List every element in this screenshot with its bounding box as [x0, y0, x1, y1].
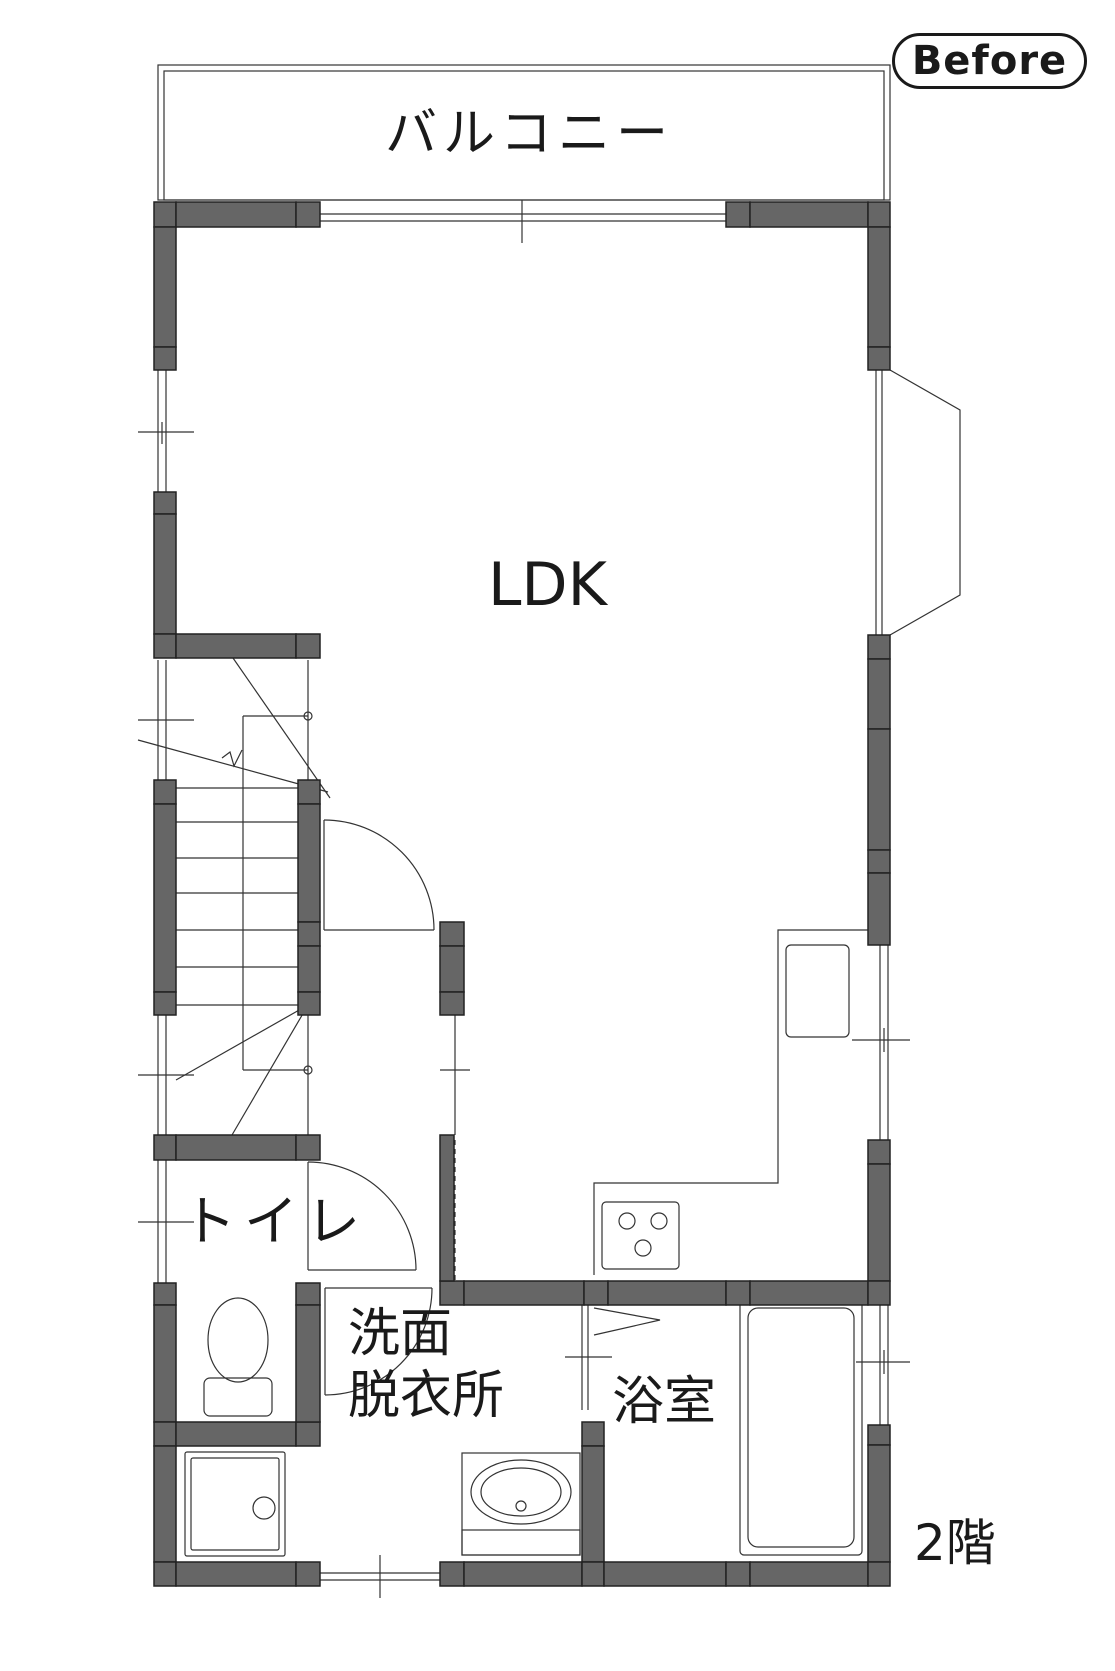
bathtub: [739, 1299, 863, 1556]
door-swing-toilet: [307, 1161, 417, 1271]
door-swing-stairs: [323, 819, 435, 931]
washing-machine: [184, 1451, 286, 1557]
stove: [601, 1201, 680, 1270]
balcony-inner-line: [163, 70, 885, 201]
room-label-washroom-line2: 脱衣所: [348, 1366, 505, 1426]
bay-window: [889, 369, 961, 636]
floor-label: 2階: [914, 1514, 996, 1572]
toilet-fixture: [203, 1297, 273, 1417]
room-label-toilet: トイレ: [182, 1190, 368, 1253]
room-label-bathroom: 浴室: [612, 1372, 717, 1432]
kitchen-counter: [593, 929, 868, 1275]
sink: [785, 944, 850, 1038]
room-label-ldk: LDK: [488, 550, 607, 620]
door-swing-washroom: [324, 1287, 433, 1396]
walls: [153, 201, 891, 1587]
before-badge: Before: [892, 33, 1087, 89]
bath-door-arrow: [593, 1307, 661, 1336]
washbasin: [461, 1452, 581, 1556]
room-label-balcony: バルコニー: [385, 104, 674, 164]
room-label-washroom-line1: 洗面: [348, 1304, 453, 1364]
